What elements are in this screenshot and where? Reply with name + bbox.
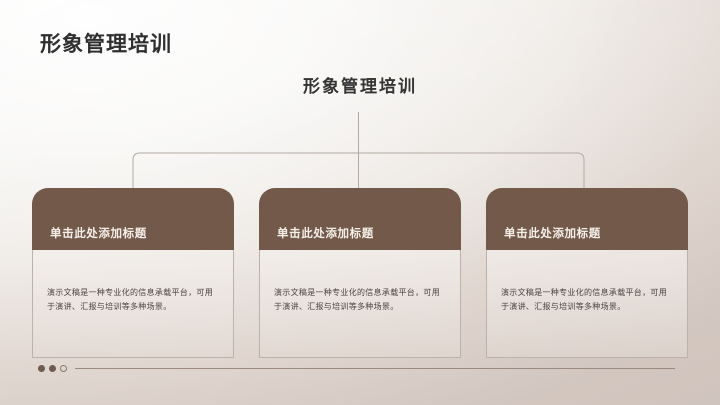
info-card[interactable]: 单击此处添加标题 演示文稿是一种专业化的信息承载平台，可用于演讲、汇报与培训等多…: [259, 188, 461, 358]
card-body: 演示文稿是一种专业化的信息承载平台，可用于演讲、汇报与培训等多种场景。: [486, 250, 688, 358]
card-description: 演示文稿是一种专业化的信息承载平台，可用于演讲、汇报与培训等多种场景。: [47, 288, 213, 311]
pager-dot-3[interactable]: [60, 365, 67, 372]
info-card[interactable]: 单击此处添加标题 演示文稿是一种专业化的信息承载平台，可用于演讲、汇报与培训等多…: [32, 188, 234, 358]
pagination-indicator[interactable]: [38, 365, 675, 372]
card-description: 演示文稿是一种专业化的信息承载平台，可用于演讲、汇报与培训等多种场景。: [274, 288, 440, 311]
card-header: 单击此处添加标题: [486, 188, 688, 250]
diagram-title: 形象管理培训: [303, 77, 417, 96]
card-title: 单击此处添加标题: [50, 228, 147, 240]
pager-dot-2[interactable]: [49, 365, 56, 372]
page-title: 形象管理培训: [40, 33, 172, 56]
card-title: 单击此处添加标题: [277, 228, 374, 240]
pager-rule: [75, 368, 675, 369]
card-header: 单击此处添加标题: [259, 188, 461, 250]
card-header: 单击此处添加标题: [32, 188, 234, 250]
card-body: 演示文稿是一种专业化的信息承载平台，可用于演讲、汇报与培训等多种场景。: [32, 250, 234, 358]
card-body: 演示文稿是一种专业化的信息承载平台，可用于演讲、汇报与培训等多种场景。: [259, 250, 461, 358]
card-description: 演示文稿是一种专业化的信息承载平台，可用于演讲、汇报与培训等多种场景。: [501, 288, 667, 311]
info-card[interactable]: 单击此处添加标题 演示文稿是一种专业化的信息承载平台，可用于演讲、汇报与培训等多…: [486, 188, 688, 358]
card-title: 单击此处添加标题: [504, 228, 601, 240]
pager-dot-1[interactable]: [38, 365, 45, 372]
